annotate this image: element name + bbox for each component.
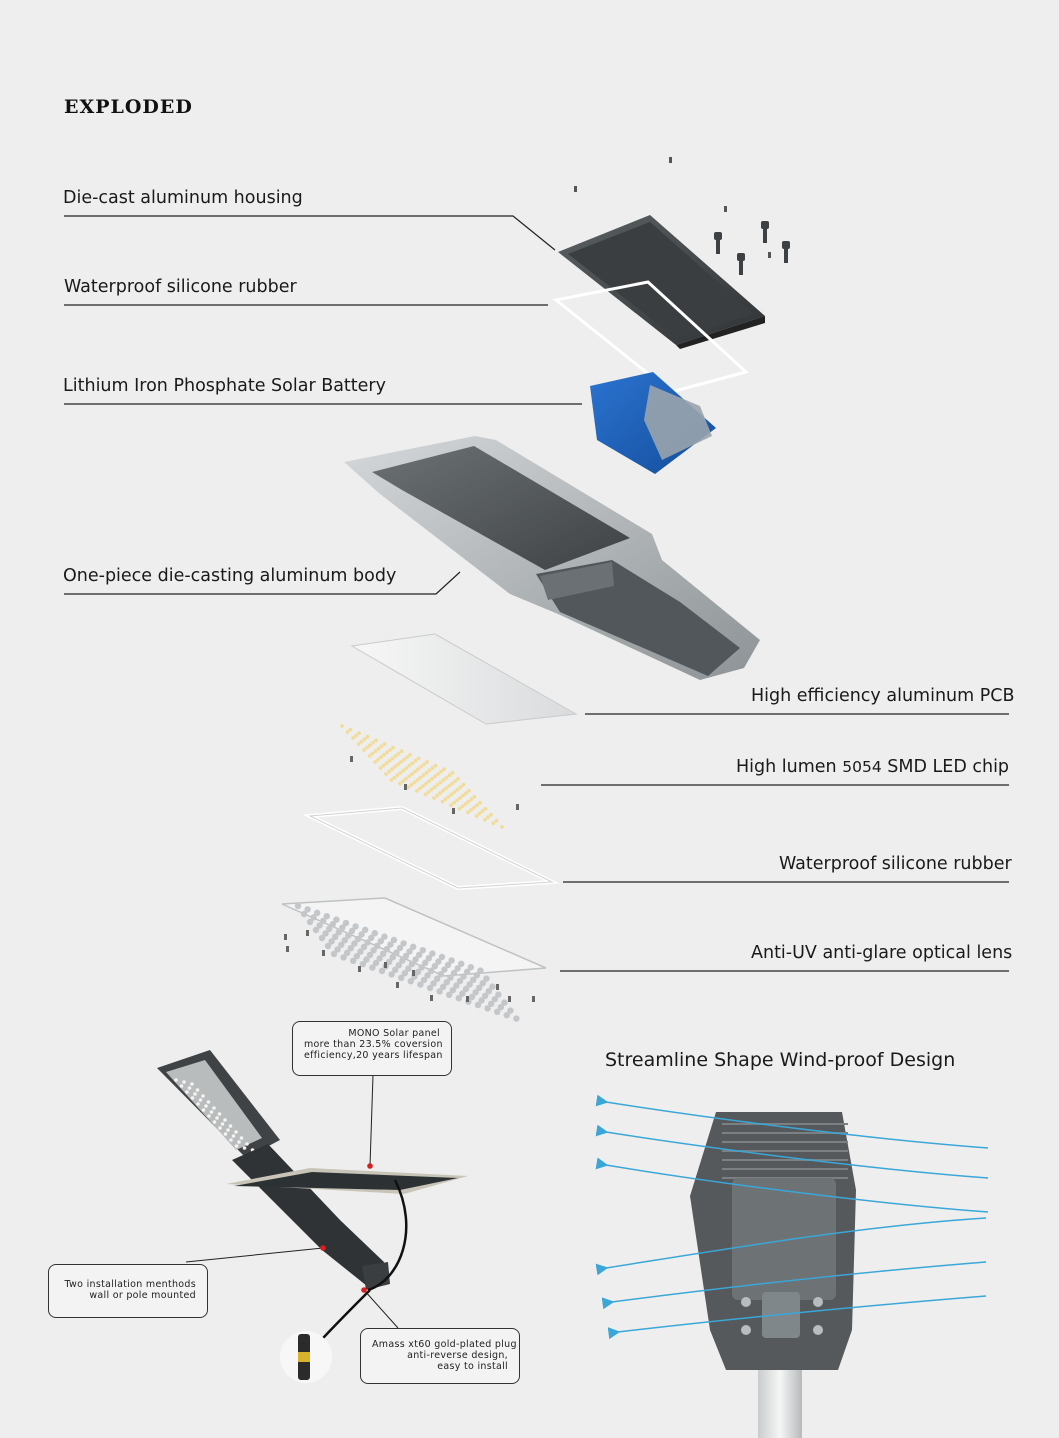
label-led-number: 5054 (842, 758, 882, 776)
callout-installation: Two installation menthods wall or pole m… (48, 1264, 208, 1318)
callout-dots (320, 1163, 373, 1293)
label-pcb: High efficiency aluminum PCB (751, 686, 1015, 706)
leader-lines-left (64, 215, 582, 595)
callout-solar-line-2: more than 23.5% coversion (304, 1039, 443, 1050)
pcb-illustration (350, 633, 578, 725)
screws-top (574, 157, 790, 275)
wind-arrows (595, 1094, 989, 1340)
label-rubber-top: Waterproof silicone rubber (64, 277, 297, 297)
page-title: EXPLODED (64, 96, 193, 118)
assembled-light-illustration (157, 1050, 468, 1383)
screws-lens (284, 756, 535, 1002)
label-led-suffix: SMD LED chip (887, 757, 1010, 777)
callout-leaders (185, 1074, 399, 1329)
callout-solar-line-1: MONO Solar panel (348, 1028, 440, 1039)
rubber-ring-lower (302, 805, 560, 891)
label-battery: Lithium Iron Phosphate Solar Battery (63, 376, 386, 396)
wind-proof-illustration (690, 1112, 856, 1438)
optical-lens-illustration (281, 897, 547, 1022)
label-led-chip: High lumen 5054 SMD LED chip (736, 757, 1010, 777)
leader-lines-right (541, 713, 1009, 972)
label-led-prefix: High lumen (736, 757, 837, 777)
callout-plug-line-1: Amass xt60 gold-plated plug (372, 1339, 517, 1350)
label-lens: Anti-UV anti-glare optical lens (751, 943, 1013, 963)
callout-solar-panel: MONO Solar panel more than 23.5% coversi… (292, 1021, 452, 1076)
housing-illustration (558, 215, 765, 349)
label-rubber-lower: Waterproof silicone rubber (779, 854, 1012, 874)
label-housing: Die-cast aluminum housing (63, 188, 303, 208)
callout-plug-line-2: anti-reverse design, (407, 1350, 508, 1361)
led-chip-array (340, 724, 504, 829)
label-body: One-piece die-casting aluminum body (63, 566, 397, 586)
callout-plug: Amass xt60 gold-plated plug anti-reverse… (360, 1328, 520, 1384)
battery-illustration (590, 372, 716, 474)
callout-solar-line-3: efficiency,20 years lifespan (304, 1050, 443, 1061)
body-illustration (344, 436, 760, 680)
callout-install-line-1: Two installation menthods (64, 1279, 196, 1290)
callout-plug-line-3: easy to install (437, 1361, 508, 1372)
callout-install-line-2: wall or pole mounted (89, 1290, 196, 1301)
rubber-ring-top (552, 280, 750, 394)
wind-proof-heading: Streamline Shape Wind-proof Design (605, 1049, 956, 1071)
